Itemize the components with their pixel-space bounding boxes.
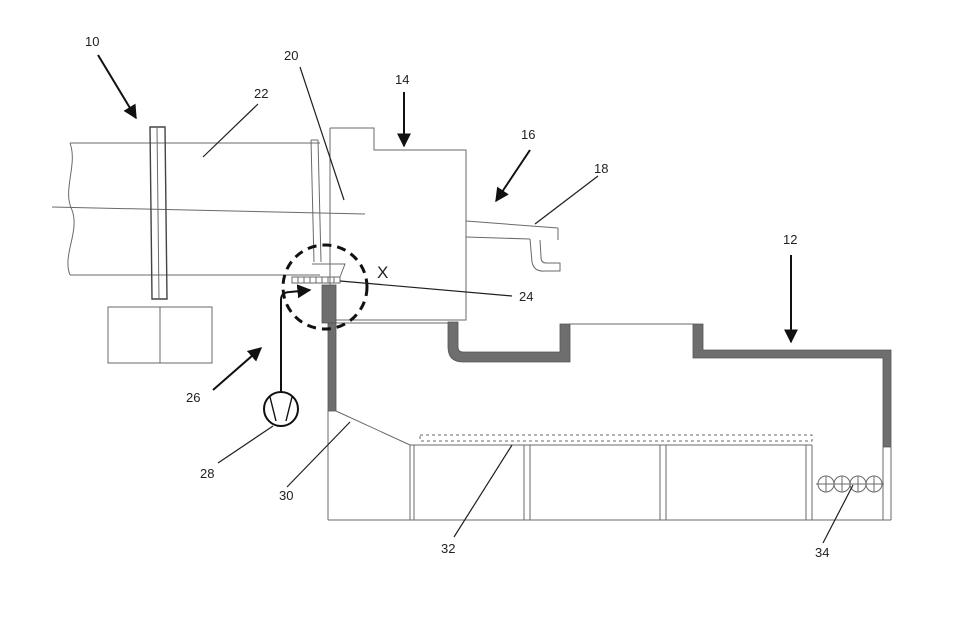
label-10: 10 (85, 34, 99, 49)
label-16: 16 (521, 127, 535, 142)
kiln-hood (329, 127, 467, 321)
leader-28 (217, 425, 274, 464)
label-14: 14 (395, 72, 409, 87)
leader-30 (286, 421, 351, 488)
nozzle-assembly (291, 263, 346, 324)
cooler-grate (409, 434, 813, 520)
label-32: 32 (441, 541, 455, 556)
leader-18 (534, 175, 599, 225)
kiln-seal (310, 139, 322, 263)
label-24: 24 (519, 289, 533, 304)
detail-x-circle (281, 243, 369, 331)
leader-20 (299, 66, 345, 201)
label-30: 30 (279, 488, 293, 503)
burner-pipe (465, 220, 561, 272)
clinker-cooler (327, 321, 892, 521)
arrow-10 (97, 54, 137, 120)
label-20: 20 (284, 48, 298, 63)
label-26: 26 (186, 390, 200, 405)
leader-22 (202, 103, 259, 158)
arrow-26 (212, 347, 263, 391)
label-12: 12 (783, 232, 797, 247)
kiln-tube (51, 126, 366, 364)
leader-34 (822, 484, 854, 544)
leader-24 (339, 280, 513, 297)
label-28: 28 (200, 466, 214, 481)
crusher-rollers (816, 475, 884, 493)
arrow-16 (495, 149, 531, 203)
leader-lines (97, 54, 854, 544)
label-18: 18 (594, 161, 608, 176)
label-detail-x: X (377, 263, 388, 282)
label-22: 22 (254, 86, 268, 101)
leader-32 (453, 444, 513, 538)
label-34: 34 (815, 545, 829, 560)
pump (263, 284, 312, 427)
